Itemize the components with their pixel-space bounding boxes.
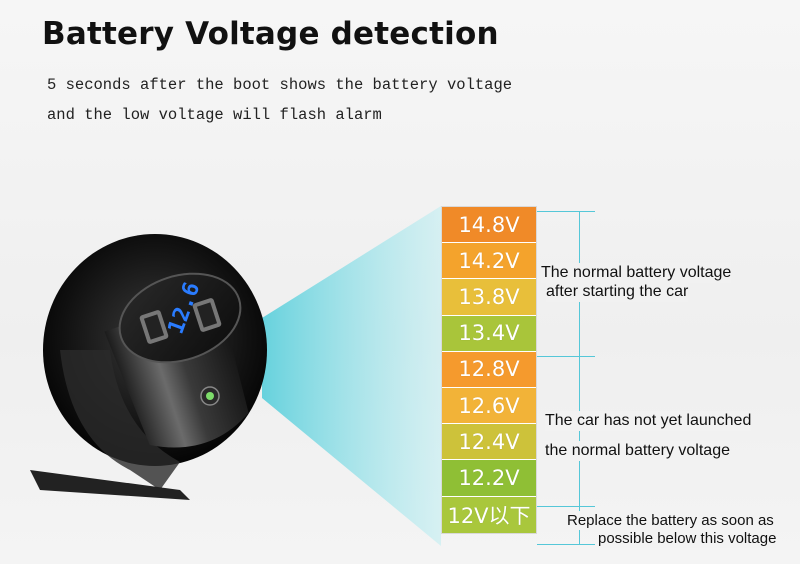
note-replace-2: possible below this voltage [598,529,777,548]
voltage-level-0: 14.8V [442,207,536,244]
note-replace-1: Replace the battery as soon as [567,511,774,530]
voltage-level-7: 12.2V [442,460,536,497]
voltage-level-4: 12.8V [442,351,536,388]
bracket-bottom [537,544,595,545]
bracket-middle [537,356,595,357]
note-notlaunched-2: the normal battery voltage [545,441,730,461]
bracket-notlaunched [579,356,580,506]
bracket-top [537,211,595,212]
voltage-level-5: 12.6V [442,387,536,425]
voltage-level-1: 14.2V [442,243,536,280]
note-normal-2: after starting the car [546,282,689,302]
bracket-lower [537,506,595,507]
voltage-level-2: 13.8V [442,279,536,316]
note-notlaunched-1: The car has not yet launched [545,411,752,431]
subtitle-line-2: and the low voltage will flash alarm [47,106,382,124]
subtitle-line-1: 5 seconds after the boot shows the batte… [47,76,513,94]
voltage-level-6: 12.4V [442,424,536,461]
voltage-level-3: 13.4V [442,315,536,352]
car-charger-photo: 12.6 [30,234,267,500]
voltage-level-8: 12V以下 [442,496,536,533]
page-title: Battery Voltage detection [42,16,499,52]
note-normal-1: The normal battery voltage [541,263,732,283]
